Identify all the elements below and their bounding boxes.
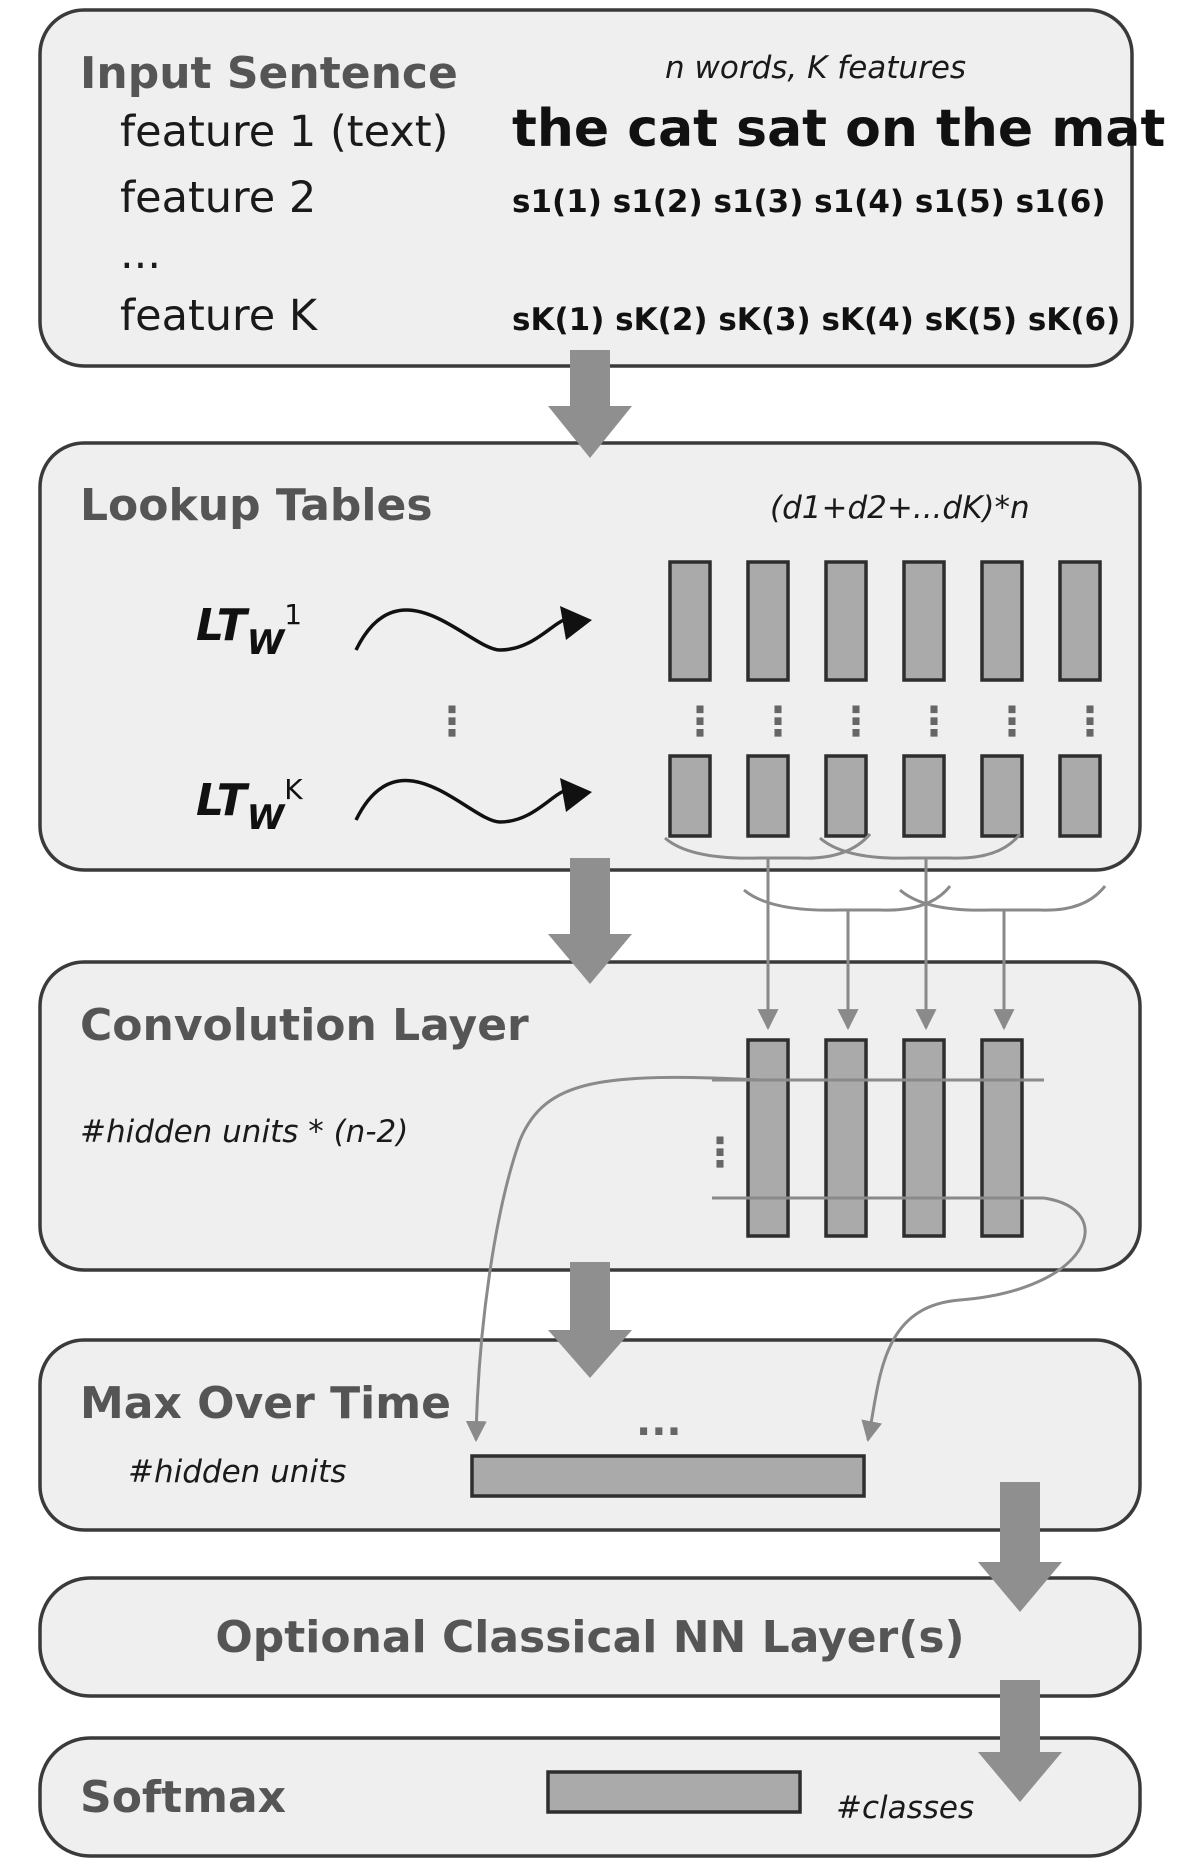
conv-unit-4 [980, 1038, 1024, 1238]
flow-arrow-input-to-lookup [548, 350, 632, 458]
feature-ellipsis: ... [120, 229, 161, 279]
flow-arrows [548, 350, 1062, 1802]
lookup-vector-ellipsis-1: ⋮ [680, 699, 720, 745]
feature-k-values: sK(1) sK(2) sK(3) sK(4) sK(5) sK(6) [512, 302, 1120, 338]
feature-2-label: feature 2 [120, 173, 316, 223]
lookup-table-1-arrow-icon [560, 606, 592, 640]
lt1-sub: W [247, 623, 286, 663]
window-brace-3 [743, 885, 952, 912]
lookup-vector-bottom-3 [824, 754, 868, 838]
feature-1-values: the cat sat on the mat [512, 99, 1165, 159]
lt1-sup: 1 [284, 598, 302, 631]
lookup-vector-top-5 [980, 560, 1024, 682]
max-over-time-vector [470, 1454, 866, 1498]
lookup-table-1-mapping-curve [354, 608, 576, 652]
lookup-vector-bottom-2 [746, 754, 790, 838]
ltk-base: LT [196, 775, 250, 826]
lookup-tables-title: Lookup Tables [80, 480, 433, 531]
conv-unit-1 [746, 1038, 790, 1238]
lookup-vector-top-2 [746, 560, 790, 682]
convolution-layer-panel: Convolution Layer #hidden units * (n-2) … [38, 960, 1142, 1272]
convolution-units [746, 1038, 1024, 1238]
softmax-title: Softmax [80, 1772, 286, 1823]
optional-layers-panel: Optional Classical NN Layer(s) [38, 1576, 1142, 1698]
lt1-base: LT [196, 600, 250, 651]
convolution-vertical-ellipsis: ⋮ [700, 1130, 740, 1176]
lookup-tables-shape-note: (d1+d2+...dK)*n [770, 490, 1030, 526]
convolution-layer-shape-note: #hidden units * (n-2) [80, 1114, 408, 1150]
max-over-time-ellipsis: ... [636, 1399, 682, 1445]
lookup-vector-top-1 [668, 560, 712, 682]
flow-arrow-convolution-to-max [548, 1262, 632, 1378]
lookup-vector-top-6 [1058, 560, 1102, 682]
ltk-sup: K [284, 773, 303, 806]
lookup-vector-top-4 [902, 560, 946, 682]
lookup-table-k-mapping-curve [354, 778, 577, 824]
lookup-table-1-label: LTW1 [196, 598, 302, 663]
lookup-tables-vertical-ellipsis: ⋮ [432, 699, 472, 745]
flow-arrow-lookup-to-convolution [548, 858, 632, 984]
ltk-sub: W [247, 798, 286, 838]
window-brace-2 [819, 833, 1022, 860]
max-over-time-title: Max Over Time [80, 1378, 451, 1429]
input-sentence-title: Input Sentence [80, 48, 458, 99]
lookup-table-k-label: LTWK [196, 773, 303, 838]
feature-k-label: feature K [120, 291, 319, 341]
softmax-panel: Softmax #classes [38, 1736, 1142, 1858]
connector-lines [465, 833, 1107, 1443]
lookup-vector-bottom-6 [1058, 754, 1102, 838]
lookup-vector-ellipsis-2: ⋮ [758, 699, 798, 745]
max-over-time-curve-right [861, 1196, 1087, 1443]
lookup-table-k-arrow-icon [560, 778, 592, 812]
window-brace-1 [664, 833, 872, 860]
convolution-layer-title: Convolution Layer [80, 1000, 529, 1051]
lookup-vector-ellipsis-6: ⋮ [1070, 699, 1110, 745]
lookup-vector-bottom-1 [668, 754, 712, 838]
flow-arrow-max-to-optional [978, 1482, 1062, 1612]
optional-layers-title: Optional Classical NN Layer(s) [215, 1612, 964, 1663]
feature-1-label: feature 1 (text) [120, 107, 448, 157]
lookup-vector-top-3 [824, 560, 868, 682]
lookup-vector-ellipsis-4: ⋮ [914, 699, 954, 745]
lookup-table-vectors: ⋮ ⋮ ⋮ ⋮ ⋮ ⋮ [668, 560, 1110, 838]
feature-2-values: s1(1) s1(2) s1(3) s1(4) s1(5) s1(6) [512, 184, 1106, 220]
lookup-vector-bottom-4 [902, 754, 946, 838]
conv-unit-2 [824, 1038, 868, 1238]
lookup-vector-ellipsis-3: ⋮ [836, 699, 876, 745]
lookup-vector-ellipsis-5: ⋮ [992, 699, 1032, 745]
input-sentence-shape-note: n words, K features [665, 50, 966, 86]
max-over-time-panel: Max Over Time #hidden units ... [38, 1338, 1142, 1532]
max-over-time-curve-left [465, 1075, 761, 1443]
window-brace-4 [899, 885, 1107, 912]
max-over-time-shape-note: #hidden units [128, 1454, 346, 1490]
lookup-vector-bottom-5 [980, 754, 1024, 838]
softmax-shape-note: #classes [836, 1790, 974, 1826]
flow-arrow-optional-to-softmax [978, 1680, 1062, 1802]
optional-layers-box [38, 1576, 1142, 1698]
input-sentence-panel: Input Sentence n words, K features featu… [38, 8, 1165, 368]
conv-unit-3 [902, 1038, 946, 1238]
lookup-tables-panel: Lookup Tables (d1+d2+...dK)*n LTW1 ⋮ LTW… [38, 441, 1142, 872]
softmax-vector [546, 1770, 802, 1814]
